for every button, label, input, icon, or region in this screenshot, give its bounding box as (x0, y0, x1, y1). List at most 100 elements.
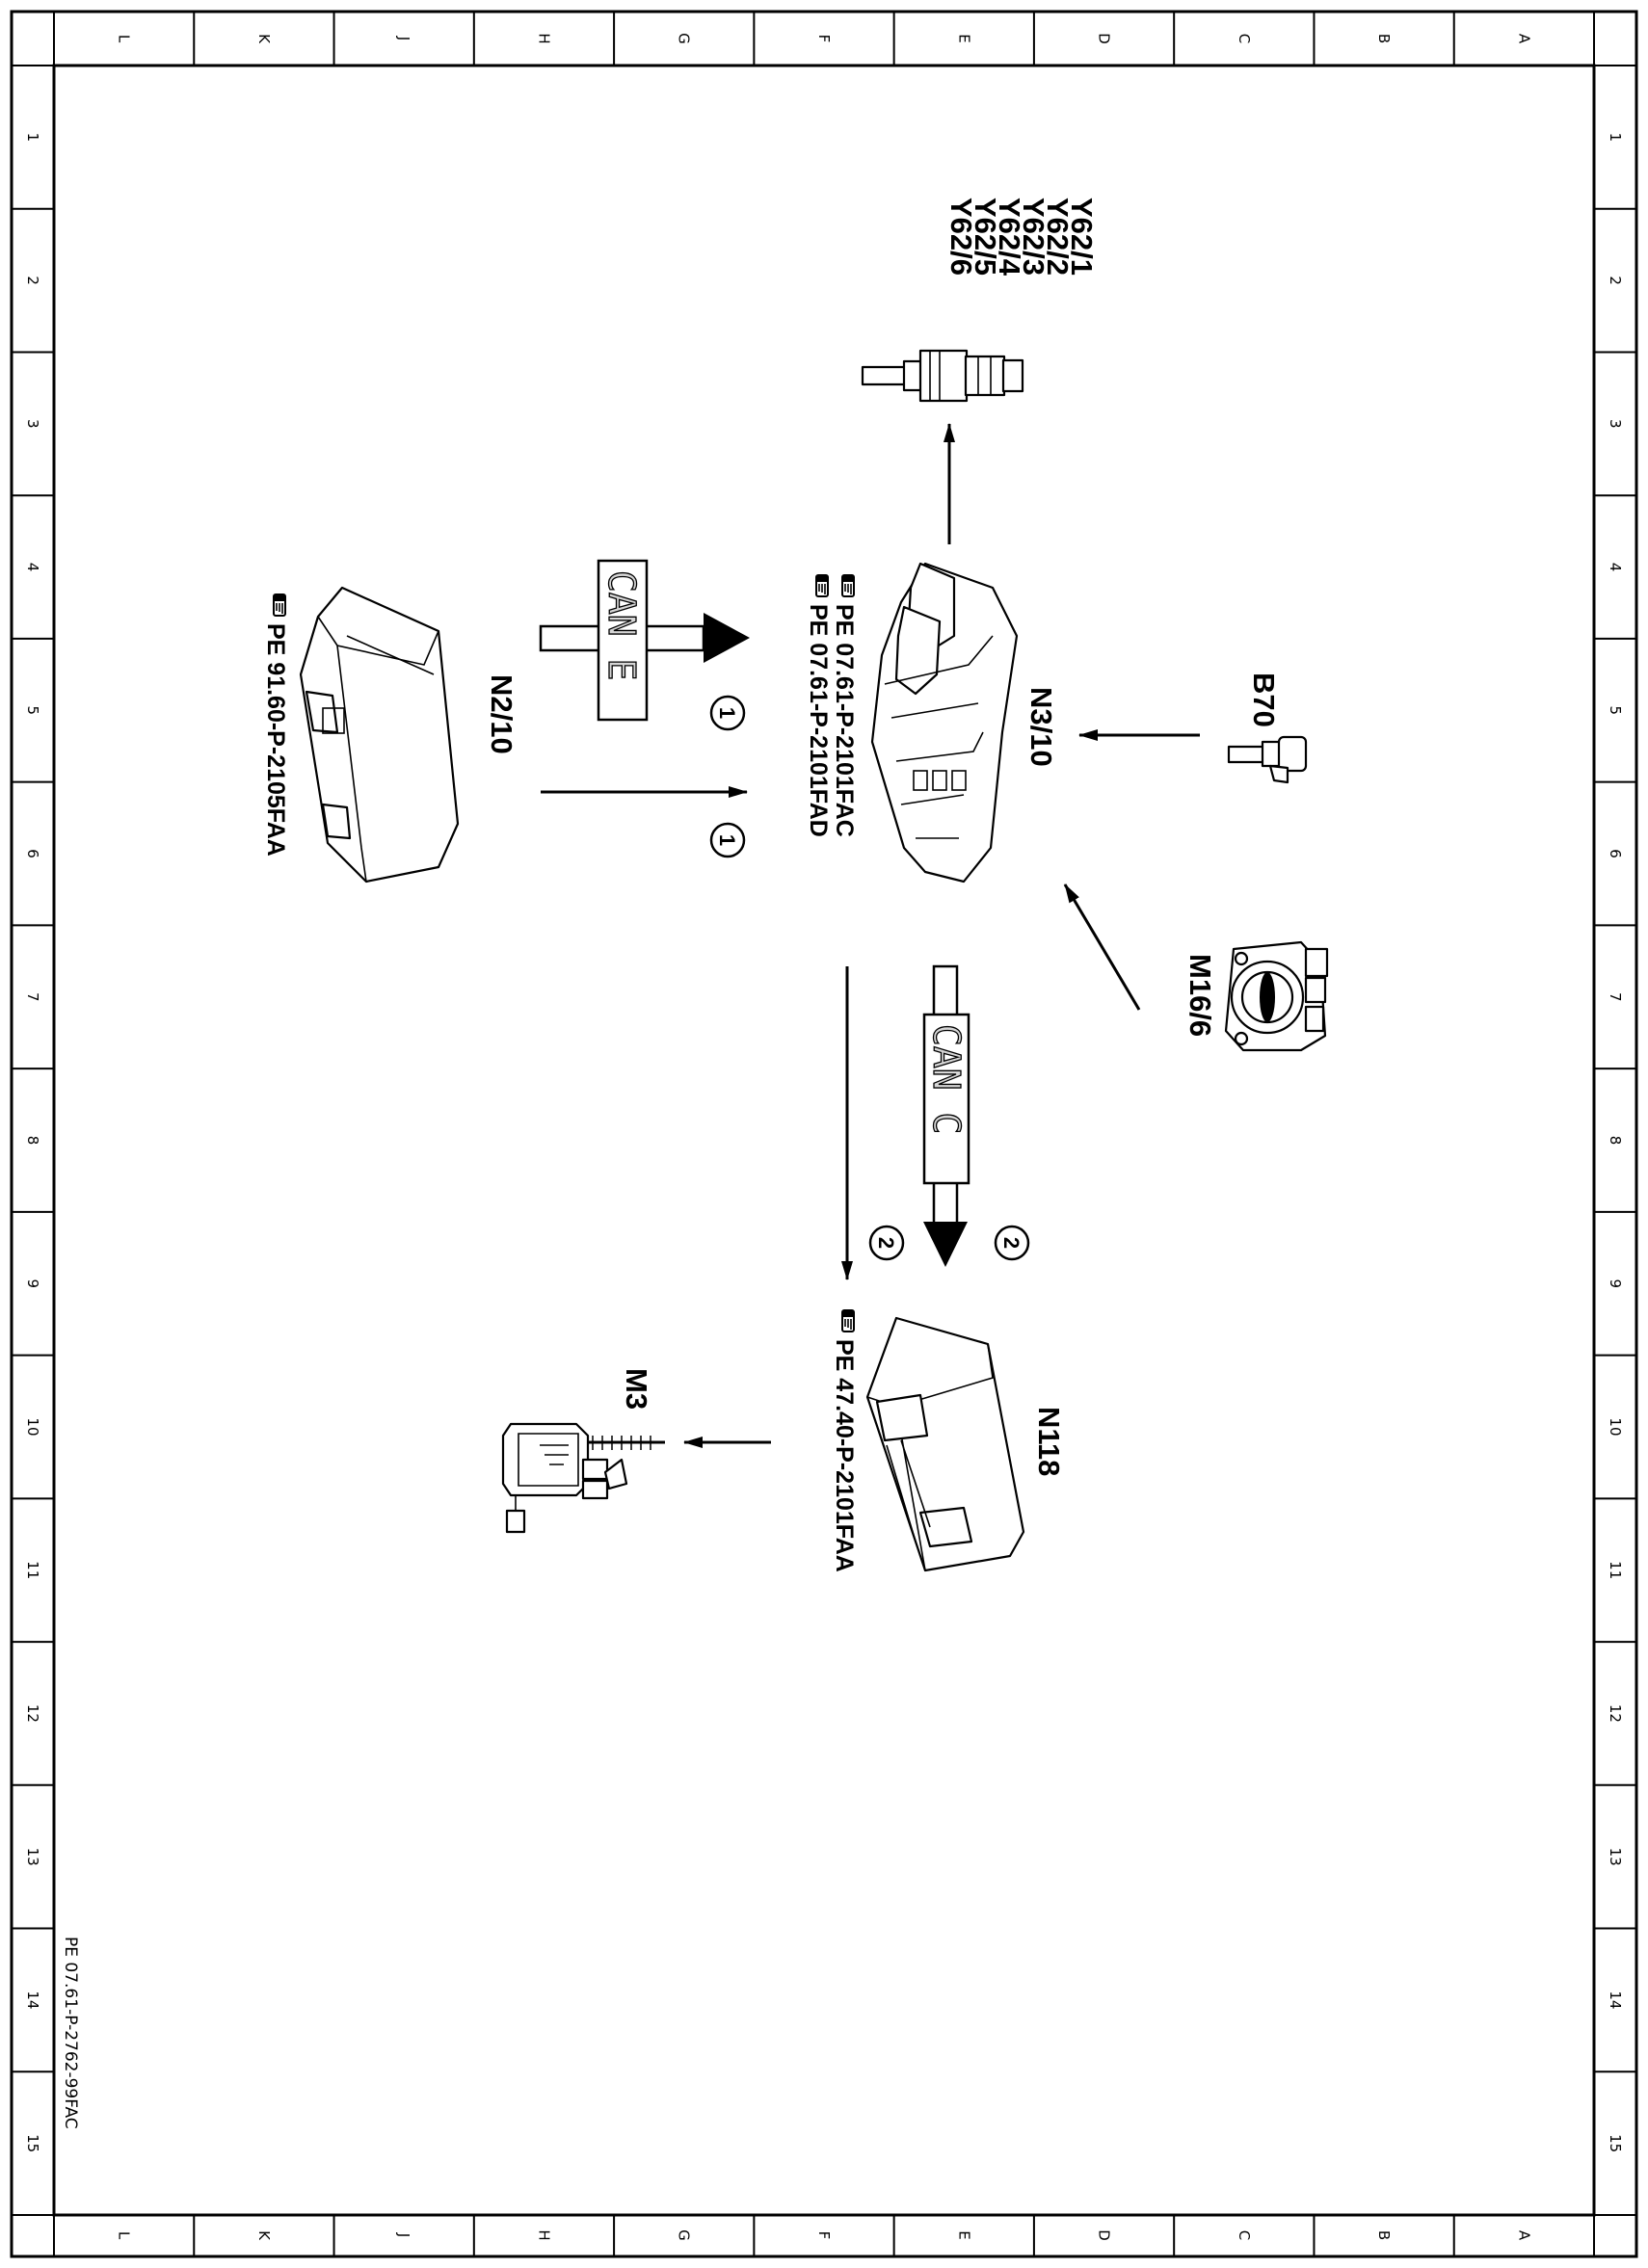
grid-column-label: B (1375, 34, 1393, 43)
grid-column-label: C (1236, 2230, 1253, 2240)
throttle-actuator-m16-6: M16/6 (1063, 883, 1329, 1052)
grid-column-label: L (116, 2231, 133, 2240)
can-c-marker-circle (994, 1225, 1030, 1261)
grid-row-label: 15 (1607, 2134, 1624, 2152)
can-c-marker: 2 (999, 1237, 1023, 1249)
grid-row-label: 1 (24, 133, 41, 143)
grid-column-label: C (1236, 34, 1253, 43)
grid-row-label: 6 (1607, 849, 1624, 858)
grid-column-label: F (815, 35, 833, 43)
n3-10-label: N3/10 (1024, 687, 1058, 767)
y62-label-4: Y62/4 (993, 198, 1026, 277)
fuel-injector-group: Y62/1 Y62/2 Y62/3 Y62/4 Y62/5 Y62/6 (861, 198, 1099, 403)
pointing-hand-icon (815, 574, 829, 597)
b70-label: B70 (1247, 672, 1281, 727)
signal-line-2-marker: 2 (874, 1237, 898, 1249)
grid-row-label: 14 (1607, 1991, 1624, 2009)
control-unit-icon (870, 562, 1019, 883)
can-c-label: CAN C (925, 1024, 968, 1134)
n3-10-ref-1: PE 07.61-P-2101FAC (831, 604, 858, 837)
grid-row-label: 9 (1607, 1279, 1624, 1288)
grid-row-label: 2 (1607, 276, 1624, 285)
pointing-hand-icon (841, 574, 855, 597)
throttle-valve-icon (1224, 940, 1329, 1052)
grid-column-label: G (676, 2229, 693, 2241)
grid-column-label: J (395, 36, 412, 40)
n118-label: N118 (1032, 1407, 1066, 1476)
m16-6-label: M16/6 (1183, 954, 1217, 1037)
grid-column-label: L (116, 35, 133, 43)
m3-label: M3 (620, 1368, 653, 1410)
grid-column-label: B (1375, 2230, 1393, 2240)
signal-line-2: 2 (841, 966, 905, 1280)
grid-row-label: 11 (24, 1561, 41, 1579)
grid-column-label: K (255, 2230, 273, 2241)
grid-column-label: D (1096, 33, 1113, 44)
grid-column-label: A (1515, 34, 1532, 44)
document-id: PE 07.61-P-2762-99FAC (61, 1937, 80, 2129)
grid-row-label: 12 (1607, 1704, 1624, 1723)
can-c-bus: CAN C 2 (922, 964, 1030, 1267)
grid-row-label: 9 (24, 1279, 41, 1288)
y62-label-1: Y62/1 (1065, 198, 1099, 276)
y62-label-2: Y62/2 (1041, 198, 1075, 276)
y62-label-6: Y62/6 (944, 198, 978, 276)
grid-row-label: 14 (24, 1991, 41, 2009)
grid-row-label: 4 (1607, 563, 1624, 572)
grid-column-label: H (535, 33, 552, 43)
grid-row-label: 3 (24, 419, 41, 429)
pointing-hand-icon (841, 1309, 855, 1332)
grid-column-label: H (535, 2229, 552, 2240)
grid-row-label: 4 (24, 563, 41, 572)
grid-row-label: 7 (24, 992, 41, 1002)
grid-column-label: E (955, 34, 972, 42)
signal-arrow-m16-6 (1063, 883, 1141, 1011)
can-e-label: CAN E (600, 570, 643, 680)
n3-10-ref-2: PE 07.61-P-2101FAD (805, 604, 832, 837)
signal-line-1-marker: 1 (715, 834, 739, 846)
fuel-injector-icon (861, 349, 1024, 403)
grid-row-label: 10 (24, 1417, 41, 1436)
grid-column-label: G (676, 33, 693, 44)
control-unit-n2-10: N2/10 PE 91.60-P-2105FAA (262, 586, 518, 883)
grid-row-label: 10 (1607, 1417, 1624, 1436)
n118-ref: PE 47.40-P-2101FAA (831, 1339, 858, 1572)
grid-row-label: 11 (1607, 1561, 1624, 1579)
sensor-b70: B70 (1078, 672, 1308, 784)
engine-control-unit-n3-10: N3/10 PE 07.61-P-2101FAC PE 07.61-P-2101… (805, 562, 1058, 883)
grid-column-label: F (815, 2231, 833, 2240)
can-e-bus: CAN E 1 (539, 559, 750, 731)
grid-column-label: E (955, 2230, 972, 2239)
grid-row-label: 12 (24, 1704, 41, 1723)
grid-row-label: 3 (1607, 419, 1624, 429)
grid-row-label: 15 (24, 2134, 41, 2152)
can-e-marker-circle (709, 695, 746, 731)
grid-row-label: 6 (24, 849, 41, 858)
n2-10-ref: PE 91.60-P-2105FAA (262, 623, 289, 857)
grid-column-label: J (395, 2232, 412, 2237)
grid-row-label: 8 (24, 1136, 41, 1146)
grid-row-label: 8 (1607, 1136, 1624, 1146)
grid-column-label: K (255, 34, 273, 44)
grid-row-label: 2 (24, 276, 41, 285)
control-unit-icon (865, 1316, 1025, 1572)
grid-row-label: 7 (1607, 992, 1624, 1002)
fuel-pump-icon (501, 1422, 665, 1534)
fuel-pump-m3: M3 (501, 1368, 665, 1534)
can-e-marker: 1 (715, 707, 739, 719)
fuel-pump-control-unit-n118: N118 PE 47.40-P-2101FAA (831, 1309, 1066, 1572)
grid-row-label: 1 (1607, 133, 1624, 143)
grid-row-label: 5 (24, 706, 41, 716)
pointing-hand-icon (273, 593, 286, 617)
signal-line-1: 1 (541, 786, 748, 858)
grid-row-label: 13 (1607, 1848, 1624, 1866)
grid-column-label: A (1515, 2230, 1532, 2241)
grid-column-label: D (1096, 2229, 1113, 2241)
y62-label-5: Y62/5 (969, 198, 1002, 276)
grid-row-label: 5 (1607, 706, 1624, 716)
grid-row-label: 13 (24, 1848, 41, 1866)
y62-label-3: Y62/3 (1017, 198, 1050, 276)
control-unit-icon (299, 586, 460, 883)
